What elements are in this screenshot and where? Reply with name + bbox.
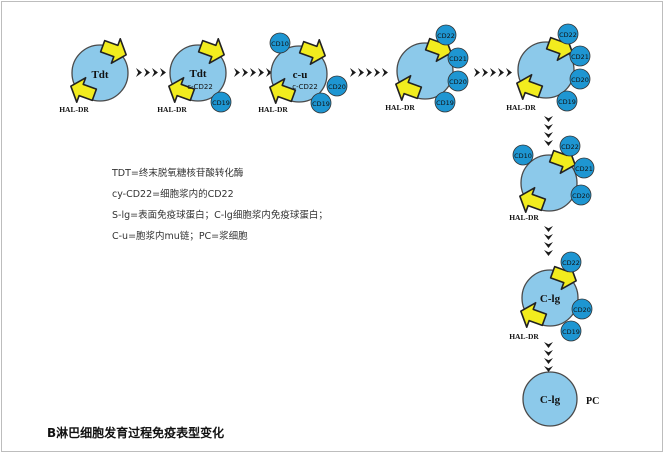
stage-4-cd20-label: CD20 [449,78,467,86]
stage-2-cd19-marker [210,91,232,113]
stage-7-cd22-marker [560,251,582,273]
stage-4-cd19-marker [434,91,456,113]
stage-7-cd20-label: CD20 [573,306,591,314]
stage-6-receptor: HAL-DR [509,213,539,222]
legend-line-4: C-u=胞浆内mu链；PC=浆细胞 [112,231,248,242]
connector-3-4 [350,68,388,77]
stage-5-cd21-marker [569,45,591,67]
legend-line-1: TDT=终末脱氧糖核苷酸转化酶 [112,168,244,179]
stage-3-cd19-label: CD19 [312,100,330,108]
stage-6-cd21-label: CD21 [575,165,593,173]
stage-1-receptor: HAL-DR [59,105,89,114]
stage-5-cell: CD22 CD21 CD20 CD19 HAL-DR [506,23,591,112]
stage-2-cd19-label: CD19 [212,99,230,107]
stage-1-cell: Tdt HAL-DR [59,33,132,114]
stage-3-receptor: HAL-DR [258,105,288,114]
stage-6-cd20-label: CD20 [572,192,590,200]
legend-line-3: S-lg=表面免疫球蛋白；C-lg细胞浆内免疫球蛋白； [112,210,328,221]
stage-4-cd19-label: CD19 [436,99,454,107]
stage-2-label: Tdt [189,68,206,80]
stage-3-label: c-u [293,69,308,81]
stage-3-cd20-marker [326,75,348,97]
stage-4-cd21-label: CD21 [449,55,467,63]
stage-3-cd19-marker [310,92,332,114]
stage-3-cd20-label: CD20 [328,83,346,91]
stage-6-cd21-marker [573,157,595,179]
stage-8-side-label: PC [586,396,599,407]
stage-5-cd20-label: CD20 [571,76,589,84]
stage-5-cd19-label: CD19 [558,98,576,106]
stage-5-cd20-marker [569,68,591,90]
stage-7-cd19-label: CD19 [562,328,580,336]
stage-6-cd22-label: CD22 [561,143,579,151]
stage-7-receptor: HAL-DR [509,332,539,341]
stage-5-cd19-marker [556,90,578,112]
stage-7-cd22-label: CD22 [562,259,580,267]
stage-6-cd20-marker [570,184,592,206]
stage-2-cell: Tdt c-CD22 CD19 HAL-DR [157,33,232,114]
stage-6-cd10-marker [512,144,534,166]
stage-3-cd10-marker [269,32,291,54]
stage-5-cd22-label: CD22 [559,31,577,39]
connector-1-2 [136,68,166,77]
connector-2-3 [234,68,272,77]
legend-line-2: cy-CD22=细胞浆内的CD22 [112,189,234,200]
stage-4-receptor: HAL-DR [385,103,415,112]
stage-8-plasma-cell: C-lg PC [522,371,599,427]
figure-caption: B淋巴细胞发育过程免疫表型变化 [47,426,225,440]
stage-4-cd22-label: CD22 [437,32,455,40]
stage-5-cd21-label: CD21 [571,53,589,61]
stage-2-receptor: HAL-DR [157,105,187,114]
stage-3-cell: c-u c-CD22 CD10 CD20 CD19 HAL-DR [258,32,348,114]
stage-4-cd22-marker [435,24,457,46]
stage-6-cd10-label: CD10 [514,152,532,160]
stage-2-sublabel: c-CD22 [187,83,213,91]
connector-4-5 [474,68,512,77]
stage-3-cd10-label: CD10 [271,40,289,48]
stage-6-cell: CD10 CD22 CD21 CD20 HAL-DR [509,135,595,222]
stage-7-label: C-lg [540,293,561,305]
stage-8-label: C-lg [540,394,561,406]
connector-6-7 [544,226,553,256]
legend: TDT=终末脱氧糖核苷酸转化酶 cy-CD22=细胞浆内的CD22 S-lg=表… [112,163,328,247]
stage-5-receptor: HAL-DR [506,103,536,112]
connector-7-8 [544,342,553,372]
connector-5-6 [544,116,553,146]
stage-5-cd22-marker [557,23,579,45]
stage-3-sublabel: c-CD22 [292,83,318,91]
stage-7-cell: C-lg CD22 CD20 CD19 HAL-DR [509,251,593,342]
stage-7-cd19-marker [560,320,582,342]
stage-6-cd22-marker [559,135,581,157]
stage-4-cell: CD22 CD21 CD20 CD19 HAL-DR [385,24,469,113]
stage-4-cd20-marker [447,70,469,92]
stage-1-label: Tdt [91,69,108,81]
stage-7-cd20-marker [571,298,593,320]
stage-4-cd21-marker [447,47,469,69]
